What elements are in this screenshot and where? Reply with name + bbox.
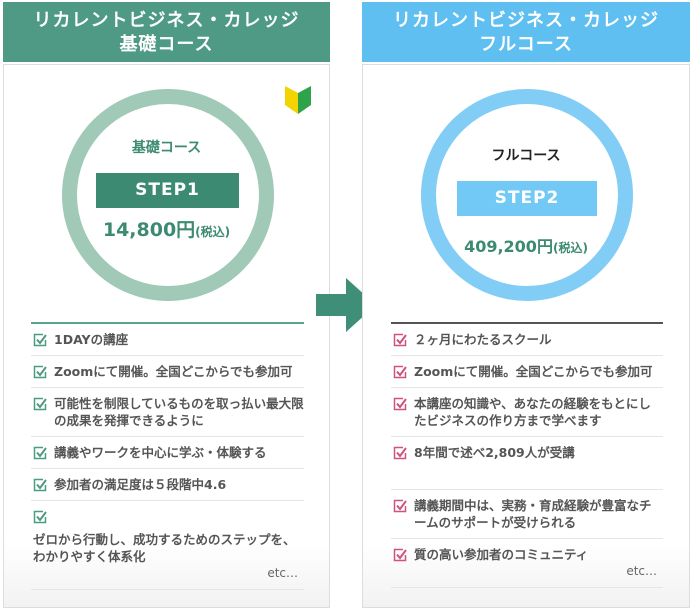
- step-badge: STEP1: [96, 173, 239, 208]
- feature-item: ゼロから行動し、成功するためのステップを、わかりやすく体系化 etc…: [31, 501, 304, 590]
- tax-label: (税込): [552, 241, 588, 255]
- checkbox-check-icon: [393, 333, 407, 347]
- feature-text: ２ヶ月にわたるスクール: [414, 332, 552, 347]
- checkbox-check-icon: [33, 365, 47, 379]
- etc-label: etc…: [267, 566, 298, 580]
- header-line: リカレントビジネス・カレッジ: [33, 10, 300, 31]
- price-value: 409,200円: [464, 237, 553, 256]
- tax-label: (税込): [195, 225, 231, 239]
- feature-text: ゼロから行動し、成功するためのステップを、わかりやすく体系化: [33, 532, 296, 564]
- feature-item: 1DAYの講座: [31, 324, 304, 356]
- price: 14,800円(税込): [4, 215, 329, 242]
- checkbox-check-icon: [393, 397, 407, 411]
- feature-text: 可能性を制限しているものを取っ払い最大限の成果を発揮できるように: [54, 396, 304, 428]
- basic-course-card: 基礎コース STEP1 14,800円(税込) 1DAYの講座 Zoomにて開催。…: [3, 64, 330, 608]
- full-course-header: リカレントビジネス・カレッジ フルコース: [362, 2, 690, 62]
- feature-item: 参加者の満足度は５段階中4.6: [31, 469, 304, 501]
- checkbox-check-icon: [393, 365, 407, 379]
- feature-item: Zoomにて開催。全国どこからでも参加可: [31, 356, 304, 388]
- feature-text: 参加者の満足度は５段階中4.6: [54, 477, 227, 492]
- etc-label: etc…: [626, 564, 657, 578]
- basic-course-header: リカレントビジネス・カレッジ 基礎コース: [3, 2, 330, 62]
- checkbox-check-icon: [33, 446, 47, 460]
- checkbox-check-icon: [33, 478, 47, 492]
- course-title: フルコース: [491, 148, 561, 164]
- price: 409,200円(税込): [363, 233, 689, 257]
- feature-item: 可能性を制限しているものを取っ払い最大限の成果を発揮できるように: [31, 388, 304, 437]
- step-badge: STEP2: [457, 181, 597, 216]
- feature-text: 1DAYの講座: [54, 332, 129, 347]
- full-course-card: フルコース STEP2 409,200円(税込) ２ヶ月にわたるスクール Zoom…: [362, 64, 690, 608]
- checkbox-check-icon: [33, 333, 47, 347]
- checkbox-check-icon: [393, 499, 407, 513]
- feature-list: ２ヶ月にわたるスクール Zoomにて開催。全国どこからでも参加可本講座の知識や、あ…: [391, 322, 663, 588]
- feature-item: 質の高い参加者のコミュニティ etc…: [391, 539, 663, 588]
- checkbox-check-icon: [393, 548, 407, 562]
- feature-text: 8年間で述べ2,809人が受講: [414, 445, 575, 460]
- feature-item: 講義やワークを中心に学ぶ・体験する: [31, 437, 304, 469]
- feature-text: 質の高い参加者のコミュニティ: [414, 547, 589, 562]
- header-line: 基礎コース: [119, 34, 214, 55]
- price-value: 14,800円: [102, 219, 196, 241]
- feature-text: Zoomにて開催。全国どこからでも参加可: [54, 364, 293, 379]
- feature-item: 講義期間中は、実務・育成経験が豊富なチームのサポートが受けられる: [391, 490, 663, 539]
- checkbox-check-icon: [33, 397, 47, 411]
- feature-text: 本講座の知識や、あなたの経験をもとにしたビジネスの作り方まで学べます: [414, 396, 651, 428]
- checkbox-check-icon: [33, 510, 47, 524]
- beginner-mark-icon: [285, 86, 311, 114]
- feature-text: 講義やワークを中心に学ぶ・体験する: [54, 445, 267, 460]
- feature-item: 8年間で述べ2,809人が受講: [391, 437, 663, 490]
- header-line: フルコース: [479, 34, 573, 55]
- feature-text: 講義期間中は、実務・育成経験が豊富なチームのサポートが受けられる: [414, 498, 652, 530]
- course-title: 基礎コース: [131, 140, 202, 156]
- checkbox-check-icon: [393, 446, 407, 460]
- feature-item: Zoomにて開催。全国どこからでも参加可: [391, 356, 663, 388]
- arrow-right-icon: [316, 278, 376, 332]
- feature-item: ２ヶ月にわたるスクール: [391, 324, 663, 356]
- feature-item: 本講座の知識や、あなたの経験をもとにしたビジネスの作り方まで学べます: [391, 388, 663, 437]
- feature-text: Zoomにて開催。全国どこからでも参加可: [414, 364, 653, 379]
- feature-list: 1DAYの講座 Zoomにて開催。全国どこからでも参加可可能性を制限しているものを…: [31, 322, 304, 590]
- header-line: リカレントビジネス・カレッジ: [393, 10, 659, 31]
